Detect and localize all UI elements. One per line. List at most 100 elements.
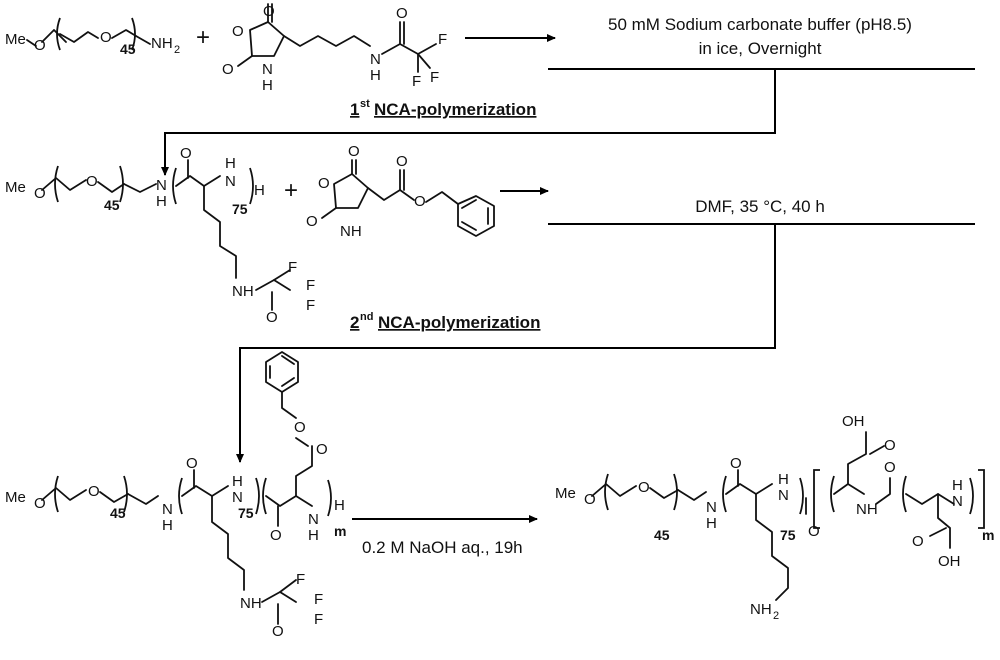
- amine-nh-label: NH: [151, 35, 173, 52]
- step1-condition-line2: in ice, Overnight: [699, 39, 822, 58]
- carbonyl-o-2: O: [186, 455, 198, 472]
- nh-h-4: H: [778, 471, 789, 488]
- peg-lys-asp-product: Me O O 45 N H O N H 75 O O OH NH O N H: [555, 413, 994, 622]
- nca-ring-h: H: [262, 77, 273, 94]
- methyl-label-4: Me: [555, 485, 576, 502]
- nh-n-2: N: [232, 489, 243, 506]
- nca2-carbonyl-o-2: O: [306, 213, 318, 230]
- side-chain-nh-2: NH: [240, 595, 262, 612]
- step2-condition: DMF, 35 °C, 40 h: [695, 197, 825, 216]
- fluorine-4: F: [288, 259, 297, 276]
- peg-lys-asp-bzl-polymer: Me O O 45 N H O N H 75 O N H H m O O: [5, 351, 346, 640]
- oxygen-label: O: [34, 37, 46, 54]
- carbonyl-o-4: O: [730, 455, 742, 472]
- flow-connector-1: [161, 69, 776, 176]
- methyl-label: Me: [5, 31, 26, 48]
- side-chain-h: H: [370, 67, 381, 84]
- side-chain-nh-1: NH: [232, 283, 254, 300]
- peg-repeat-count: 45: [120, 41, 136, 57]
- carbonyl-o-6: O: [884, 459, 896, 476]
- oxygen-label-6: O: [88, 483, 100, 500]
- oxygen-label-7: O: [584, 491, 596, 508]
- lysine-nh2-subscript: 2: [773, 610, 779, 622]
- acid-o-2: O: [912, 533, 924, 550]
- nh-h-3: H: [308, 527, 319, 544]
- amide-n: N: [156, 177, 167, 194]
- asp-bzl-nca-structure: O O O NH O O: [306, 143, 495, 240]
- acid-oh-1: OH: [842, 413, 865, 430]
- ester-carbonyl-o-2: O: [316, 441, 328, 458]
- step1-suffix: st: [360, 98, 370, 110]
- lysine-nh2: NH: [750, 601, 772, 618]
- amide-o-3: O: [272, 623, 284, 640]
- carbonyl-o-3: O: [270, 527, 282, 544]
- plus-sign-2: +: [284, 177, 298, 204]
- side-chain-n: N: [370, 51, 381, 68]
- lys-repeat-count-3: 75: [780, 527, 796, 543]
- fluorine-1: F: [438, 31, 447, 48]
- oxygen-label-2: O: [100, 29, 112, 46]
- nh-n-5: N: [952, 493, 963, 510]
- nh-n-1: N: [225, 173, 236, 190]
- nh-h-1: H: [225, 155, 236, 172]
- fluorine-3: F: [412, 73, 421, 90]
- ester-o: O: [414, 193, 426, 210]
- oxygen-label-3: O: [34, 185, 46, 202]
- peg-repeat-count-2: 45: [104, 197, 120, 213]
- nh-n-4: N: [778, 487, 789, 504]
- nh-h-5: H: [952, 477, 963, 494]
- lys-tfa-nca-structure: O O O N H N H O F F F: [222, 3, 447, 94]
- amide-n-3: N: [706, 499, 717, 516]
- nh-h-2: H: [232, 473, 243, 490]
- fluorine-2: F: [430, 69, 439, 86]
- asp-repeat-count-2: m: [982, 527, 994, 543]
- plus-sign-1: +: [196, 24, 210, 51]
- backbone-nh: NH: [856, 501, 878, 518]
- step2-label: NCA-polymerization: [378, 313, 540, 332]
- lys-repeat-count-2: 75: [238, 505, 254, 521]
- step1-condition-line1: 50 mM Sodium carbonate buffer (pH8.5): [608, 15, 912, 34]
- methyl-label-3: Me: [5, 489, 26, 506]
- fluorine-5: F: [306, 277, 315, 294]
- oxygen-label-5: O: [34, 495, 46, 512]
- carbonyl-o-1: O: [180, 145, 192, 162]
- oxygen-label-4: O: [86, 173, 98, 190]
- lys-repeat-count: 75: [232, 201, 248, 217]
- step2-suffix: nd: [360, 311, 373, 323]
- amide-o: O: [396, 5, 408, 22]
- amine-subscript: 2: [174, 44, 180, 56]
- nca2-carbonyl-o: O: [348, 143, 360, 160]
- nca-ring-o: O: [232, 23, 244, 40]
- methyl-label-2: Me: [5, 179, 26, 196]
- amide-n-2: N: [162, 501, 173, 518]
- nca2-ring-o: O: [318, 175, 330, 192]
- end-h-2: H: [334, 497, 345, 514]
- amide-o-2: O: [266, 309, 278, 326]
- oxygen-label-8: O: [638, 479, 650, 496]
- acid-oh-2: OH: [938, 553, 961, 570]
- fluorine-7: F: [296, 571, 305, 588]
- fluorine-6: F: [306, 297, 315, 314]
- fluorine-9: F: [314, 611, 323, 628]
- step2-ordinal: 2: [350, 313, 359, 332]
- peg-lys-tfa-polymer: Me O O 45 N H O N H H 75 NH O F F F: [5, 145, 315, 326]
- amide-h-3: H: [706, 515, 717, 532]
- fluorine-8: F: [314, 591, 323, 608]
- asp-repeat-count: m: [334, 523, 346, 539]
- flow-connector-2: [236, 224, 776, 463]
- nh-n-3: N: [308, 511, 319, 528]
- peg-repeat-count-3: 45: [110, 505, 126, 521]
- peg-repeat-count-4: 45: [654, 527, 670, 543]
- nca-ring-n: N: [262, 61, 273, 78]
- amide-h-2: H: [162, 517, 173, 534]
- end-h-1: H: [254, 182, 265, 199]
- step1-ordinal: 1: [350, 100, 359, 119]
- amide-h: H: [156, 193, 167, 210]
- nca-carbonyl-o: O: [263, 3, 275, 20]
- step3-condition: 0.2 M NaOH aq., 19h: [362, 538, 523, 557]
- step1-label: NCA-polymerization: [374, 100, 536, 119]
- nca2-ring-nh: NH: [340, 223, 362, 240]
- ester-carbonyl-o: O: [396, 153, 408, 170]
- acid-o-1: O: [884, 437, 896, 454]
